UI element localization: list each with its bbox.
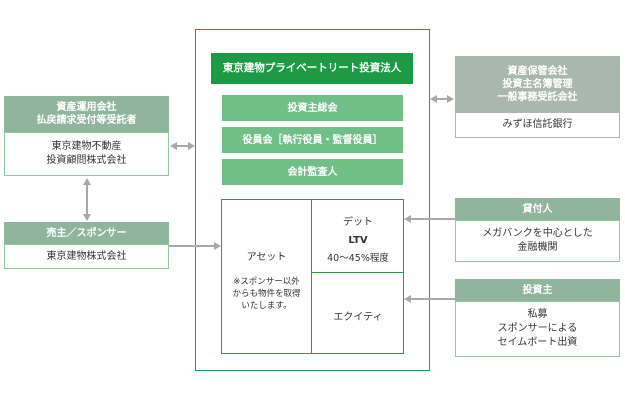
debt-label: デット	[343, 217, 373, 228]
asset-manager-arrow-right-icon	[188, 142, 195, 150]
sponsor-manager-arrow-down-icon	[83, 214, 91, 221]
custodian-arrow-right-icon	[447, 95, 454, 103]
asset-manager-body: 東京建物不動産 投資顧問株式会社	[4, 132, 169, 176]
sponsor-manager-connector-line	[86, 184, 88, 216]
investment-corporation-frame	[195, 29, 430, 371]
investor-header: 投資主	[455, 279, 620, 301]
lender-body: メガバンクを中心とした 金融機関	[455, 220, 620, 262]
sponsor-asset-arrow-icon	[214, 242, 221, 250]
lender-debt-arrow-icon	[404, 215, 411, 223]
asset-manager-connector-line	[176, 145, 190, 147]
balance-sheet	[221, 199, 404, 354]
sponsor-body: 東京建物株式会社	[4, 244, 169, 269]
ltv-label: LTV	[348, 235, 368, 246]
balance-sheet-divider-vertical	[311, 199, 312, 354]
investor-body: 私募 スポンサーによる セイムボート出資	[455, 301, 620, 357]
sponsor-asset-connector-line	[169, 245, 215, 247]
custodian-header: 資産保管会社 投資主名簿管理 一般事務受託会社	[455, 56, 620, 112]
asset-label: アセット	[246, 252, 287, 263]
asset-note: ※スポンサー以外 からも物件を取得 いたします。	[232, 277, 301, 311]
custodian-connector-line	[436, 98, 448, 100]
sponsor-header: 売主／スポンサー	[4, 222, 169, 244]
investor-equity-connector-line	[410, 298, 455, 300]
asset-manager-arrow-left-icon	[170, 142, 177, 150]
custodian-arrow-left-icon	[430, 95, 437, 103]
sponsor-manager-arrow-up-icon	[83, 178, 91, 185]
investment-corporation-title: 東京建物プライベートリート投資法人	[211, 53, 413, 84]
investor-equity-arrow-icon	[404, 295, 411, 303]
balance-sheet-divider-horizontal	[311, 272, 404, 273]
equity-label: エクイティ	[333, 312, 383, 323]
board-of-directors-box: 役員会［執行役員・監督役員］	[222, 127, 403, 153]
ltv-range: 40～45%程度	[327, 253, 389, 264]
general-meeting-box: 投資主総会	[222, 95, 403, 121]
lender-header: 貸付人	[455, 198, 620, 220]
auditor-box: 会計監査人	[222, 159, 403, 185]
custodian-body: みずほ信託銀行	[455, 112, 620, 138]
lender-debt-connector-line	[410, 218, 455, 220]
asset-manager-header: 資産運用会社 払戻請求受付等受託者	[4, 96, 169, 132]
